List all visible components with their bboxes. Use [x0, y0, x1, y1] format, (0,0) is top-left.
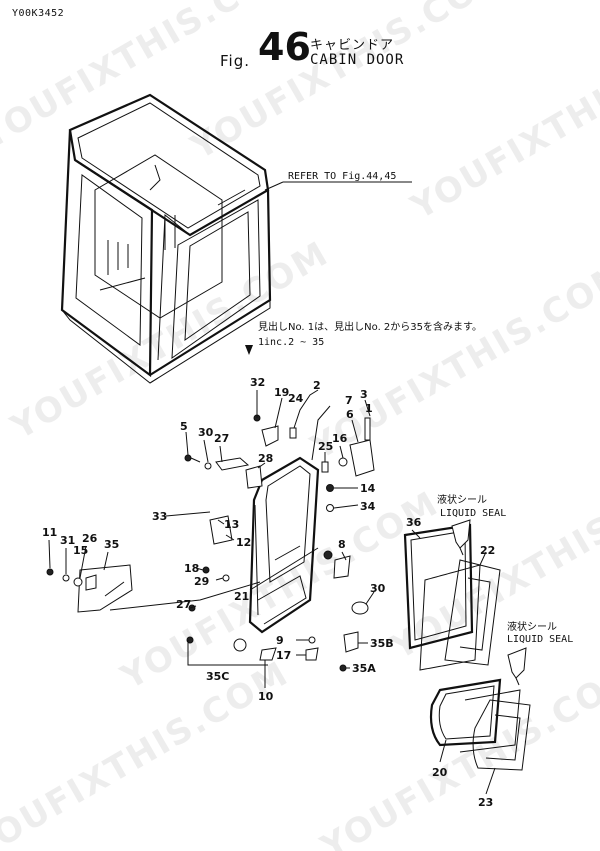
window-seal-22: [403, 523, 474, 650]
callout-label: 15: [73, 544, 88, 557]
callout-label: 35C: [206, 670, 229, 683]
figure-number: 46: [258, 25, 311, 69]
refer-note-text: REFER TO Fig.44,45: [288, 171, 396, 182]
callout-label: 31: [60, 534, 75, 547]
callout-label: 35B: [370, 637, 394, 650]
callout-label: 7: [345, 394, 353, 407]
callout-label: 9: [276, 634, 284, 647]
callout-label: 22: [480, 544, 495, 557]
callout-label: 28: [258, 452, 273, 465]
watermark-text: YOUFIXTHIS.COM: [404, 13, 600, 228]
liquid-seal-label-japanese: 液状シール: [437, 493, 487, 506]
callout-label: 18: [184, 562, 199, 575]
callout-label: 6: [346, 408, 354, 421]
liquid-seal-tube-2: [507, 647, 527, 686]
callout-label: 36: [406, 516, 422, 529]
callout-label: 30: [198, 426, 214, 439]
watermark-text: YOUFIXTHIS.COM: [184, 0, 516, 168]
callout-label: 23: [478, 796, 493, 809]
callout-label: 5: [180, 420, 188, 433]
callout-label: 11: [42, 526, 57, 539]
callout-label: 1: [365, 402, 373, 415]
document-code: Y00K3452: [12, 8, 65, 19]
callout-label: 20: [432, 766, 448, 779]
watermark-text: YOUFIXTHIS.COM: [304, 253, 600, 468]
callout-label: 2: [313, 379, 321, 392]
part-callouts: 32 19 2 24 3 1 6 5 30 27 16 25 28 14 34 …: [42, 376, 495, 809]
callout-label: 35: [104, 538, 119, 551]
figure-title-english: CABIN DOOR: [310, 52, 405, 68]
callout-label: 33: [152, 510, 167, 523]
callout-label: 10: [258, 690, 274, 703]
liquid-seal-label-japanese: 液状シール: [507, 620, 557, 633]
includes-arrow-icon: [245, 345, 253, 355]
callout-label: 30: [370, 582, 386, 595]
callout-label: 13: [224, 518, 239, 531]
callout-label: 26: [82, 532, 98, 545]
callout-label: 17: [276, 649, 291, 662]
liquid-seal-tube-1: [451, 519, 471, 556]
figure-title-japanese: キャビンドア: [310, 38, 395, 53]
includes-note-japanese: 見出しNo. 1は、見出しNo. 2から35を含みます。: [258, 320, 482, 333]
lock-bracket: [77, 564, 133, 613]
figure-prefix: Fig.: [220, 52, 250, 70]
callout-label: 29: [194, 575, 209, 588]
callout-label: 32: [250, 376, 265, 389]
callout-label: 34: [360, 500, 376, 513]
callout-label: 35A: [352, 662, 376, 675]
callout-label: 12: [236, 536, 251, 549]
cabin-reference-drawing: [60, 93, 272, 384]
small-parts: [46, 414, 375, 672]
includes-note-english: 1inc.2 ~ 35: [258, 337, 324, 348]
callout-label: 21: [234, 590, 249, 603]
callout-label: 14: [360, 482, 376, 495]
callout-label: 19: [274, 386, 289, 399]
callout-label: 3: [360, 388, 368, 401]
callout-label: 24: [288, 392, 304, 405]
callout-label: 25: [318, 440, 333, 453]
includes-note: 見出しNo. 1は、見出しNo. 2から35を含みます。 1inc.2 ~ 35: [245, 320, 482, 355]
callout-label: 16: [332, 432, 348, 445]
window-glass-20: [419, 559, 501, 671]
leader-lines: [48, 389, 496, 795]
callout-label: 8: [338, 538, 346, 551]
window-glass-21: [472, 699, 531, 771]
liquid-seal-label-english: LIQUID SEAL: [507, 634, 573, 645]
callout-label: 27: [176, 598, 191, 611]
liquid-seal-label-english: LIQUID SEAL: [440, 508, 506, 519]
callout-label: 27: [214, 432, 229, 445]
door-frame-assembly: [248, 456, 320, 634]
watermark-text: YOUFIXTHIS.COM: [314, 653, 600, 851]
refer-note: REFER TO Fig.44,45: [264, 171, 412, 191]
